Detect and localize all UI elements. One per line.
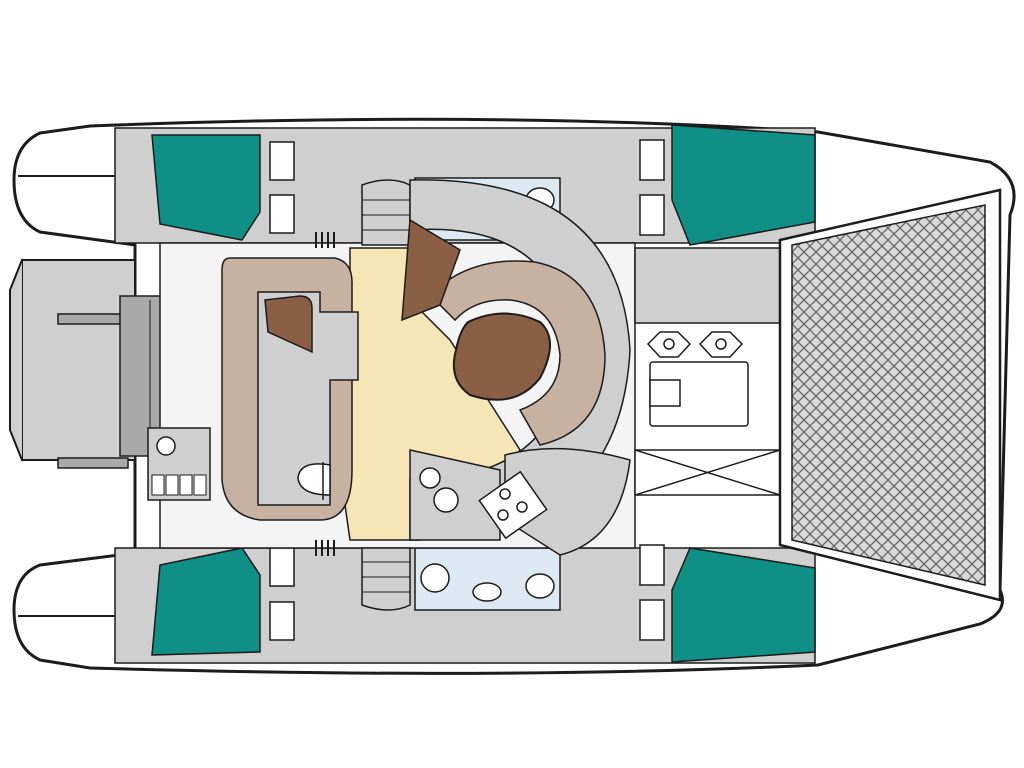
trampoline-net bbox=[791, 204, 986, 586]
galley-curve bbox=[504, 447, 631, 556]
grille-starboard bbox=[315, 540, 335, 556]
lockers-fwd-port bbox=[639, 139, 665, 236]
stern-platform bbox=[21, 259, 136, 461]
helm-wheel bbox=[297, 463, 331, 496]
stairs-port bbox=[361, 179, 411, 246]
windlass bbox=[646, 331, 744, 358]
lockers-fwd-starboard bbox=[639, 544, 665, 641]
davit-bar-top bbox=[57, 313, 129, 325]
locker-diag-2 bbox=[634, 449, 781, 496]
salon-curved-bench bbox=[428, 260, 606, 446]
galley-sink bbox=[419, 467, 459, 513]
head-starboard bbox=[414, 547, 561, 611]
head-starboard-toilet bbox=[525, 573, 555, 599]
anchor-hatch bbox=[649, 379, 681, 407]
salon-table bbox=[452, 312, 551, 401]
cabin-fwd-starboard bbox=[671, 547, 816, 663]
cockpit-table-inner bbox=[257, 291, 359, 506]
foredeck-locker-top bbox=[634, 247, 781, 324]
cabin-fwd-port bbox=[671, 124, 816, 246]
stairs-starboard bbox=[361, 547, 411, 611]
davit-bar-bottom bbox=[57, 457, 129, 469]
salon-chair bbox=[401, 218, 461, 322]
cabin-aft-port bbox=[151, 134, 261, 241]
cockpit-table bbox=[264, 295, 313, 354]
head-starboard-sink bbox=[472, 582, 502, 602]
lockers-aft-port bbox=[269, 141, 295, 234]
lockers-aft-starboard bbox=[269, 547, 295, 641]
grille-port bbox=[315, 232, 335, 248]
cabin-aft-starboard bbox=[151, 547, 261, 656]
control-panel bbox=[147, 427, 211, 501]
head-starboard-shower bbox=[420, 563, 450, 593]
galley-stove bbox=[478, 470, 548, 540]
stern-platform-fin bbox=[9, 259, 23, 461]
